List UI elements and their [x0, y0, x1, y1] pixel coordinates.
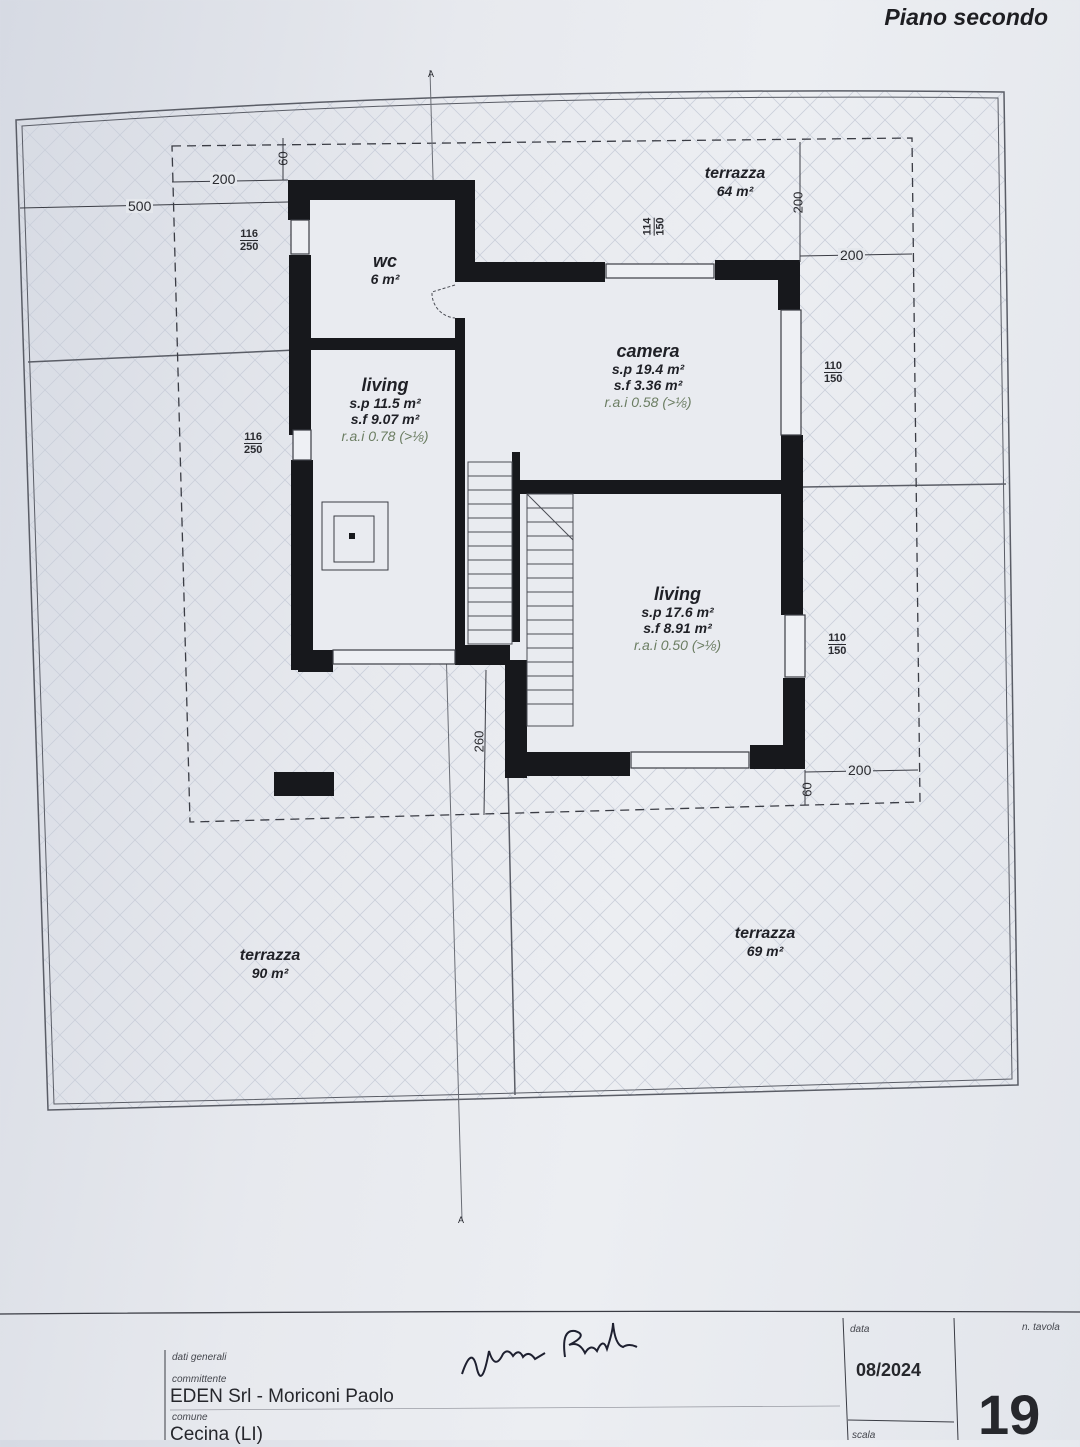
terrace-bottom-left: terrazza 90 m²	[210, 947, 330, 981]
window-label-living: 116 250	[244, 431, 263, 456]
terrace-name: terrazza	[704, 165, 766, 182]
room-rai: r.a.i 0.50 (>⅛)	[633, 637, 722, 653]
dim-200-vert: 200	[790, 191, 806, 214]
room-name: living	[653, 584, 701, 604]
room-sf: s.f 8.91 m²	[643, 620, 712, 636]
terrace-divider	[802, 483, 1007, 488]
data-label: data	[850, 1324, 870, 1335]
window-dim: 116	[240, 228, 259, 240]
dim-200-top: 200	[210, 171, 238, 187]
room-name: living	[361, 375, 409, 395]
stairs	[467, 461, 574, 727]
room-name: camera	[616, 341, 680, 361]
dim-60-bottom: 60	[799, 782, 815, 797]
tavola-label: n. tavola	[1022, 1322, 1060, 1333]
dim-260: 260	[471, 730, 487, 753]
window-dim: 150	[824, 372, 843, 385]
room-rai: r.a.i 0.78 (>⅛)	[341, 428, 429, 444]
chimney	[321, 501, 389, 571]
scala-label: scala	[852, 1430, 876, 1441]
room-name: wc	[372, 251, 397, 271]
signature-drawing	[461, 1322, 638, 1377]
terrace-top: terrazza 64 m²	[680, 165, 790, 199]
tavola-value: 19	[978, 1383, 1041, 1446]
room-sp: s.p 11.5 m²	[349, 395, 421, 411]
committente-label: committente	[172, 1374, 227, 1385]
terrace-name: terrazza	[734, 925, 796, 942]
sheet-title: Piano secondo	[884, 4, 1048, 30]
window-dim: 110	[824, 360, 843, 372]
terrace-divider	[507, 774, 516, 1096]
floor-plan: Piano secondo A A wc 6 m² living s.p 11.…	[15, 4, 1048, 1225]
window-label-top: 114 150	[641, 217, 667, 236]
room-camera: camera s.p 19.4 m² s.f 3.36 m² r.a.i 0.5…	[578, 342, 718, 409]
door-swing	[431, 284, 456, 319]
terrace-bottom-right: terrazza 69 m²	[705, 925, 825, 959]
section-marker-top: A	[428, 69, 435, 79]
terrace-area: 69 m²	[746, 943, 784, 959]
terrace-divider	[27, 349, 297, 363]
comune-label: comune	[172, 1412, 208, 1423]
roof-outline-dashed	[171, 137, 921, 823]
dim-60-top: 60	[275, 151, 291, 166]
window-dim: 250	[244, 443, 263, 456]
room-wc: wc 6 m²	[345, 252, 425, 286]
room-living-left: living s.p 11.5 m² s.f 9.07 m² r.a.i 0.7…	[320, 376, 450, 443]
dati-generali-label: dati generali	[172, 1352, 227, 1363]
walls	[288, 180, 805, 778]
room-sp: s.p 19.4 m²	[611, 361, 685, 377]
window-dim: 150	[828, 644, 847, 657]
room-rai: r.a.i 0.58 (>⅛)	[604, 394, 692, 410]
room-living-right: living s.p 17.6 m² s.f 8.91 m² r.a.i 0.5…	[610, 585, 745, 652]
window-label-wc: 116 250	[240, 228, 259, 253]
window-dim: 116	[244, 431, 263, 443]
terrace-fixture	[274, 772, 334, 796]
data-value: 08/2024	[856, 1360, 922, 1380]
window-dim: 150	[653, 217, 667, 236]
room-sp: s.p 17.6 m²	[641, 604, 714, 620]
terrace-area: 64 m²	[716, 183, 754, 199]
window-label-camera: 110 150	[824, 360, 843, 385]
window-dim: 110	[828, 632, 847, 644]
room-sf: s.f 3.36 m²	[613, 377, 683, 393]
room-sf: s.f 9.07 m²	[350, 411, 420, 427]
room-area: 6 m²	[370, 271, 400, 287]
floor-plan-drawing	[15, 69, 1019, 1221]
comune-value: Cecina (LI)	[170, 1424, 263, 1445]
title-block: dati generali committente EDEN Srl - Mor…	[0, 1310, 1080, 1446]
dim-200-right: 200	[838, 247, 866, 263]
title-block-frame	[0, 1310, 1080, 1441]
terrace-area: 90 m²	[251, 965, 289, 981]
windows	[290, 219, 806, 769]
committente-value: EDEN Srl - Moriconi Paolo	[170, 1386, 394, 1407]
dim-500: 500	[126, 198, 154, 214]
dim-200-bottom: 200	[846, 762, 874, 778]
window-label-living-right: 110 150	[828, 632, 847, 657]
terrace-name: terrazza	[239, 947, 301, 964]
section-marker-bottom: A	[458, 1215, 465, 1225]
interior-floor	[296, 183, 800, 772]
window-dim: 250	[240, 240, 259, 253]
window-dim: 114	[641, 217, 654, 236]
